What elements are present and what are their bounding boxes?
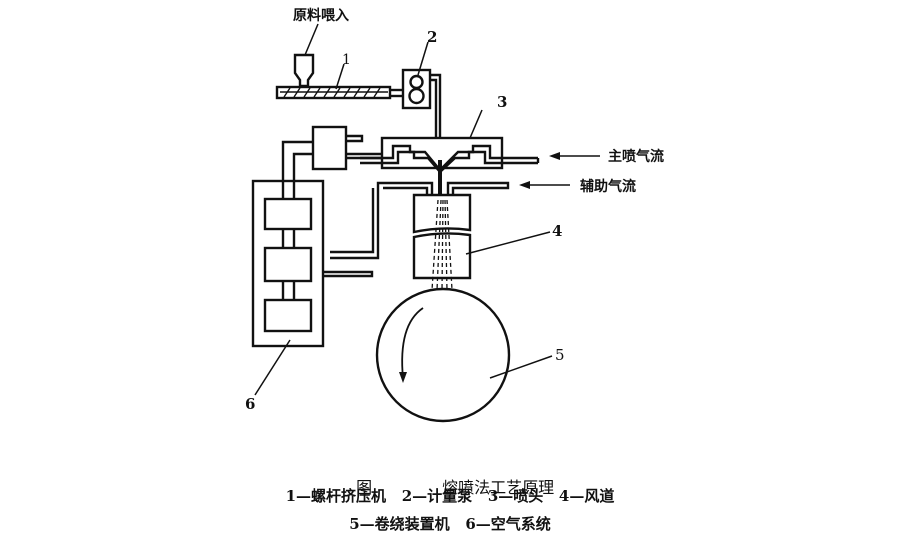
figure-caption: 图 熔喷法工艺原理 xyxy=(0,455,900,498)
leader-line-3 xyxy=(469,109,483,139)
number-6: 6 xyxy=(245,395,255,413)
number-3: 3 xyxy=(497,93,507,111)
legend-line-2: 5—卷绕装置机 6—空气系统 xyxy=(349,515,551,533)
aux-air-channels xyxy=(330,181,510,260)
leader-line-5 xyxy=(489,355,553,379)
aux-airflow-label: 辅助气流 xyxy=(580,178,636,195)
figure-label: 图 xyxy=(356,478,373,497)
main-airflow-arrow xyxy=(549,152,600,160)
main-airflow-label: 主喷气流 xyxy=(608,148,664,165)
hopper xyxy=(293,53,315,88)
number-4: 4 xyxy=(552,222,562,240)
leader-line-2 xyxy=(417,41,429,76)
feed-label: 原料喂入 xyxy=(293,7,349,24)
air-system xyxy=(251,125,382,348)
air-duct xyxy=(412,193,472,291)
leader-line-6 xyxy=(254,339,291,396)
screw-extruder xyxy=(275,85,403,100)
aux-airflow-arrow xyxy=(519,181,570,189)
die-head xyxy=(360,136,540,200)
collector-drum xyxy=(375,287,511,423)
legend-line-1: 1—螺杆挤压机 2—计量泵 3—喷头 4—风道 xyxy=(285,487,615,505)
figure-title: 熔喷法工艺原理 xyxy=(442,478,555,497)
leader-line-4 xyxy=(465,231,551,255)
number-5: 5 xyxy=(555,346,565,364)
number-1: 1 xyxy=(342,52,351,68)
feed-leader-line xyxy=(304,23,319,56)
number-2: 2 xyxy=(427,28,437,46)
metering-pump xyxy=(401,68,442,160)
leader-line-1 xyxy=(335,63,345,90)
